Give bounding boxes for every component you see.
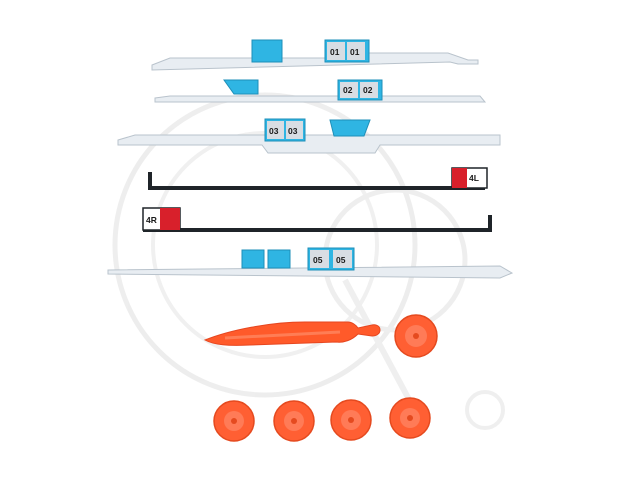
- strip-01-label-right: [347, 42, 365, 60]
- strip-02-label-text-right: 02: [363, 85, 373, 95]
- suction-cup-5: [389, 397, 431, 439]
- strip-05-label-right: [333, 250, 352, 268]
- strip-01-label-text-left: 01: [330, 47, 340, 57]
- suction-cup-2: [213, 400, 255, 442]
- suction-cup-1: [394, 314, 438, 358]
- suction-cup-3: [273, 400, 315, 442]
- strip-01-label-left: [327, 42, 345, 60]
- strip-05-label-left: [310, 250, 329, 268]
- opening-tool: [203, 321, 381, 346]
- strip-01-label-text-right: 01: [350, 47, 360, 57]
- strip-03-label-left: [267, 121, 284, 139]
- strip-02-label-text-left: 02: [343, 85, 353, 95]
- strip-03-label-text-left: 03: [269, 126, 279, 136]
- adhesive-strip-05: 05 05: [107, 247, 514, 279]
- strip-02-label-right: [360, 82, 378, 98]
- adhesive-strip-02: 02 02: [154, 79, 487, 103]
- strip-03-label-text-right: 03: [288, 126, 298, 136]
- adhesive-strip-03: 03 03: [117, 118, 501, 154]
- suction-cup-4: [330, 399, 372, 441]
- adhesive-strip-01: 01 01: [151, 39, 479, 71]
- adhesive-strip-4l: 4L: [148, 167, 488, 190]
- suction-cups: [213, 314, 438, 442]
- strip-05-label-text-left: 05: [313, 255, 323, 265]
- strip-05-label-text-right: 05: [336, 255, 346, 265]
- adhesive-strip-4r: 4R: [142, 207, 492, 232]
- strip-02-label-left: [340, 82, 358, 98]
- strip-4l-label-text: 4L: [469, 173, 479, 183]
- strip-4r-label-text: 4R: [146, 215, 157, 225]
- strip-03-label-right: [286, 121, 303, 139]
